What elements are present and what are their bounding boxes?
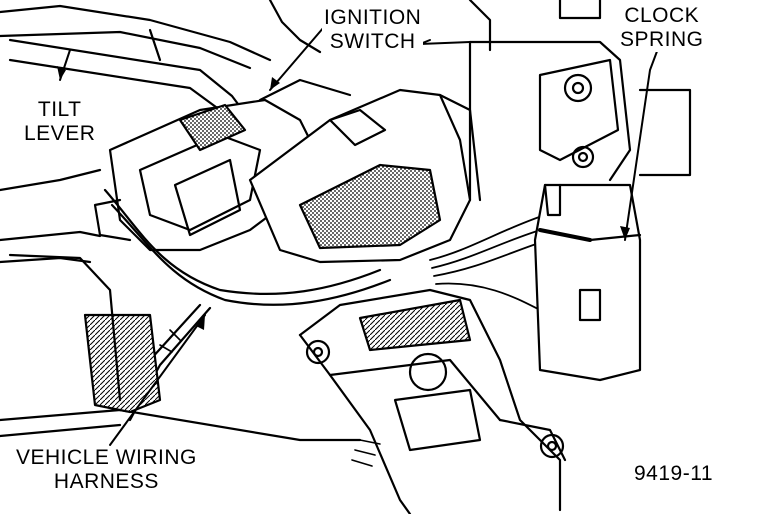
clock-spring-label-line2: SPRING: [620, 28, 704, 51]
clock-spring-housing: [248, 88, 482, 264]
leader-arrowheads: [57, 66, 630, 330]
clock-spring-label-line1: CLOCK: [624, 4, 700, 27]
vehicle-wiring-harness-label-line2: HARNESS: [53, 470, 159, 493]
ignition-switch-leader-b: [419, 39, 471, 45]
ignition-switch-leader: [269, 19, 331, 91]
figure-id: 9419-11: [632, 462, 716, 486]
clock-spring-callout: CLOCK SPRING: [618, 4, 706, 52]
harness-leader: [109, 314, 206, 446]
tilt-lever-callout: TILT LEVER: [22, 98, 98, 146]
vehicle-wiring-harness-callout: VEHICLE WIRING HARNESS: [14, 446, 199, 494]
tilt-lever-label-line2: LEVER: [24, 122, 96, 145]
lower-left-panel: [8, 253, 162, 414]
clock-spring-connector: [533, 183, 642, 382]
ignition-switch-label-line2: SWITCH: [329, 30, 416, 53]
harness-ties: [159, 329, 381, 467]
column-bracket: [468, 40, 632, 202]
ignition-switch-label-line1: IGNITION: [324, 6, 422, 29]
ignition-switch-callout: IGNITION SWITCH: [322, 6, 424, 54]
vehicle-wiring-harness-label-line1: VEHICLE WIRING: [16, 446, 197, 469]
tilt-lever-label-line1: TILT: [37, 98, 82, 121]
lower-column-housing: [298, 288, 567, 514]
